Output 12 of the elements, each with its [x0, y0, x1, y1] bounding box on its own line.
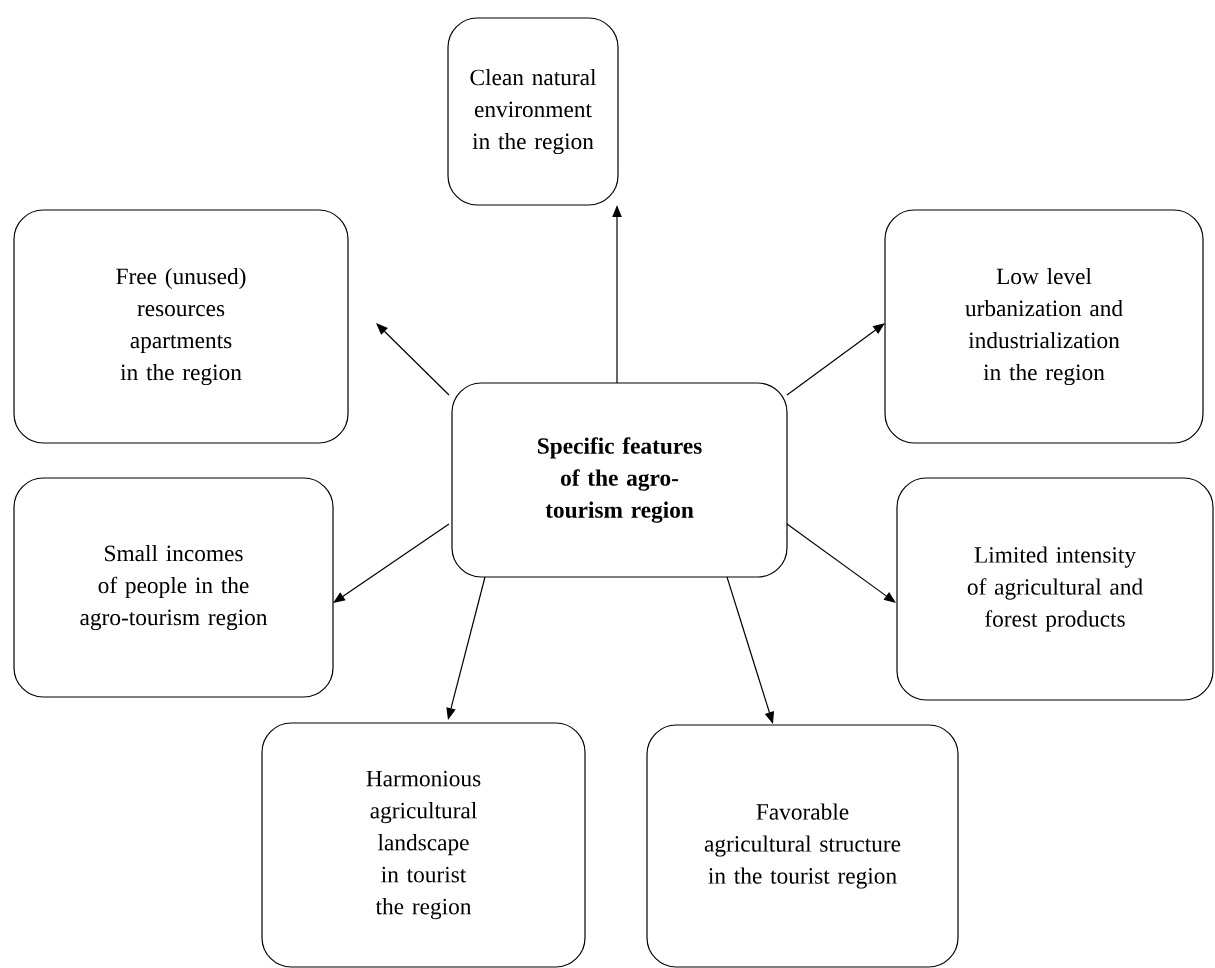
arrow: [786, 323, 885, 396]
feature-box: Small incomes of people in the agro-tourism region: [13, 477, 334, 698]
arrow: [376, 323, 450, 396]
feature-box: Free (unused) resources apartments in the region: [13, 209, 349, 444]
feature-box: Favorable agricultural structure in the tourist region: [646, 724, 959, 968]
feature-box: Low level urbanization and industrialization in the region: [884, 209, 1204, 444]
feature-box: Limited intensity of agricultural and forest products: [896, 477, 1214, 701]
feature-box: Harmonious agricultural landscape in tourist the region: [261, 722, 586, 968]
central-box: Specific features of the agro-tourism region: [451, 382, 788, 578]
feature-box: Clean natural environment in the region: [447, 17, 619, 206]
arrow: [786, 523, 896, 603]
arrow: [333, 523, 450, 603]
